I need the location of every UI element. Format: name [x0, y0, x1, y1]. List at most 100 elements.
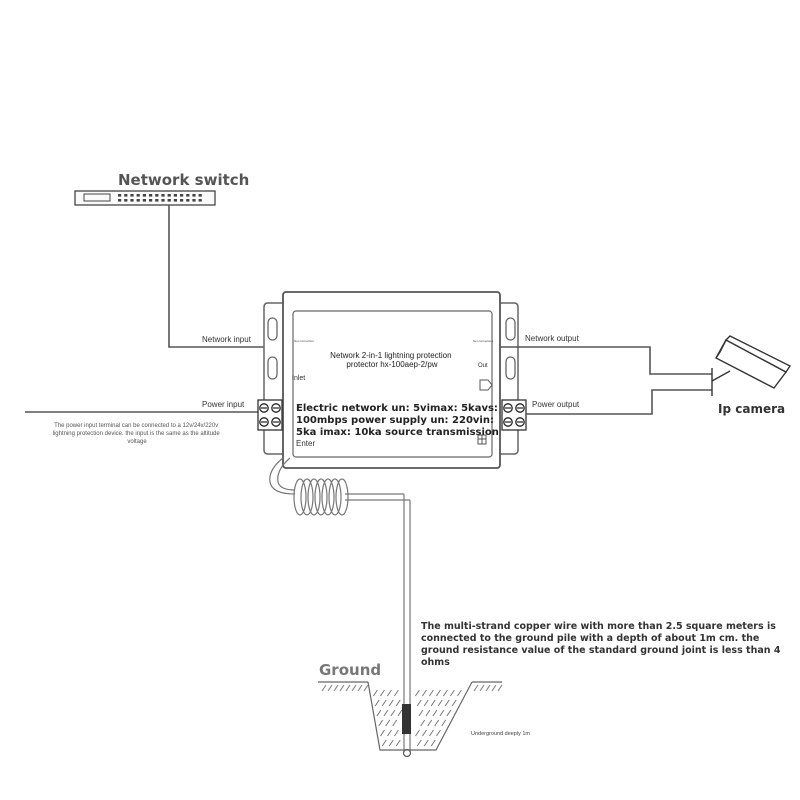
device-title: Network 2-in-1 lightning protection prot…	[330, 351, 454, 369]
coil-loop	[314, 478, 328, 516]
hatch-mark	[388, 699, 394, 707]
network-input-label: Network input	[202, 335, 252, 344]
hatch-mark	[383, 709, 389, 717]
tiny-net-label-right: Net connection	[473, 339, 493, 343]
hatch-mark	[436, 729, 441, 737]
hatch-mark	[379, 689, 385, 697]
hatch-mark	[387, 729, 392, 737]
hatch-mark	[394, 729, 399, 737]
out-label: Out	[478, 363, 488, 369]
hatch-mark	[437, 699, 443, 707]
switch-port	[173, 199, 177, 202]
hatch-mark	[430, 699, 436, 707]
switch-port	[118, 194, 122, 197]
hatch-mark	[423, 739, 429, 747]
power-input-terminal	[257, 399, 283, 431]
out-arrow-icon	[479, 379, 493, 391]
coil-loop	[321, 478, 335, 516]
enter-label: Enter	[296, 439, 315, 448]
switch-port	[192, 194, 196, 197]
hatch-mark	[414, 689, 420, 697]
coil-loop	[300, 478, 314, 516]
hatch-mark	[449, 689, 455, 697]
switch-port	[180, 194, 184, 197]
hatch-mark	[439, 709, 445, 717]
coil-loop	[335, 478, 349, 516]
network-output-cable	[500, 346, 712, 375]
ground-symbol-icon	[477, 434, 487, 445]
ground-wire-coil	[293, 478, 349, 516]
hatch-mark	[479, 684, 485, 692]
switch-port	[155, 194, 159, 197]
hatch-mark	[390, 709, 396, 717]
switch-port	[142, 199, 146, 202]
hatch-mark	[416, 739, 422, 747]
power-output-label: Power output	[532, 400, 580, 409]
protector-device-panel	[292, 310, 493, 458]
network-input-cable	[168, 205, 281, 348]
hatch-mark	[339, 684, 345, 692]
hatch-mark	[380, 729, 385, 737]
hatch-mark	[327, 684, 333, 692]
hatch-mark	[392, 719, 398, 727]
hatch-mark	[376, 709, 382, 717]
hatch-mark	[351, 684, 357, 692]
hatch-mark	[423, 699, 429, 707]
inlet-label: Inlet	[292, 375, 305, 382]
switch-port	[173, 194, 177, 197]
ground-label: Ground	[319, 661, 381, 679]
switch-port	[130, 194, 134, 197]
hatch-mark	[420, 719, 426, 727]
ground-hatching	[321, 684, 503, 747]
hatch-mark	[451, 699, 457, 707]
switch-port	[124, 199, 128, 202]
hatch-mark	[446, 709, 452, 717]
hatch-mark	[374, 699, 380, 707]
hatch-mark	[428, 689, 434, 697]
switch-port	[130, 199, 134, 202]
hatch-mark	[397, 709, 403, 717]
switch-port	[149, 194, 153, 197]
coil-loop	[307, 478, 321, 516]
hatch-mark	[393, 689, 399, 697]
switch-port	[161, 194, 165, 197]
coil-loop	[293, 478, 307, 516]
hatch-mark	[357, 684, 363, 692]
hatch-mark	[381, 739, 387, 747]
switch-port	[186, 199, 190, 202]
hatch-mark	[485, 684, 491, 692]
switch-port	[142, 194, 146, 197]
hatch-mark	[345, 684, 351, 692]
right-mounting-ear	[500, 302, 519, 455]
hatch-mark	[395, 699, 401, 707]
switch-port	[198, 194, 202, 197]
switch-port	[186, 194, 190, 197]
hatch-mark	[427, 719, 433, 727]
switch-port	[149, 199, 153, 202]
ip-camera-label: Ip camera	[718, 402, 785, 416]
ground-note: The multi-strand copper wire with more t…	[421, 621, 784, 668]
ground-pile	[402, 704, 411, 734]
hatch-mark	[429, 729, 434, 737]
left-mounting-ear	[263, 302, 283, 455]
network-switch-icon	[74, 190, 216, 206]
hatch-mark	[421, 689, 427, 697]
switch-port	[167, 199, 171, 202]
power-output-terminal	[501, 399, 527, 431]
switch-port	[161, 199, 165, 202]
hatch-mark	[418, 709, 424, 717]
hatch-mark	[434, 719, 440, 727]
hatch-mark	[441, 719, 447, 727]
hatch-mark	[386, 689, 392, 697]
hatch-mark	[378, 719, 384, 727]
switch-port	[124, 194, 128, 197]
network-output-label: Network output	[525, 334, 580, 343]
switch-port	[118, 199, 122, 202]
power-input-label: Power input	[202, 400, 245, 409]
coil-loop	[328, 478, 342, 516]
hatch-mark	[363, 684, 369, 692]
device-specs: Electric network un: 5vimax: 5kavs: 100m…	[296, 403, 501, 438]
hatch-mark	[456, 689, 462, 697]
network-switch-label: Network switch	[118, 171, 249, 189]
